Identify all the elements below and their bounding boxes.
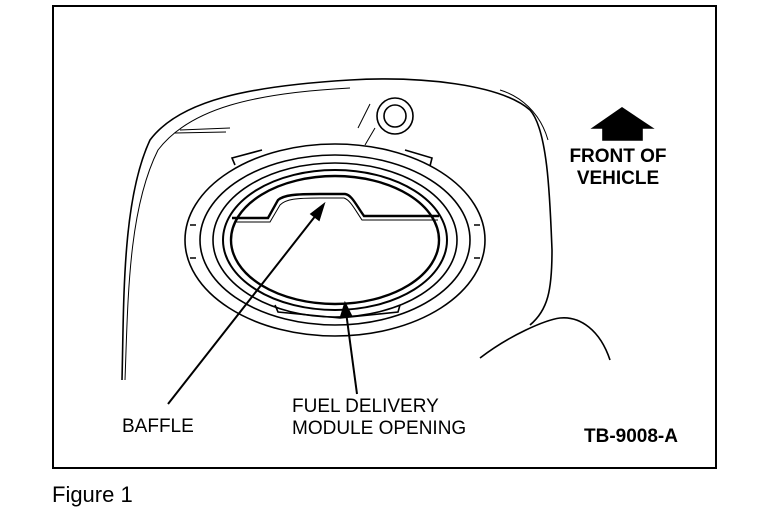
baffle [232, 192, 439, 220]
tank-outline [121, 78, 553, 381]
house-arrow-up-icon [590, 107, 655, 141]
baffle-edge [236, 197, 438, 223]
module-leader [345, 311, 358, 395]
tank-rim-lines [174, 127, 231, 134]
tank-contour [124, 87, 351, 381]
figure-caption: Figure 1 [52, 482, 133, 507]
tank-lower-contour [479, 317, 611, 361]
vent-boss-outer [376, 97, 414, 135]
baffle-leader [167, 209, 321, 405]
fuel-delivery-module-opening [229, 174, 441, 306]
front-of-label-line2: VEHICLE [576, 168, 660, 189]
ring-tab-right [474, 224, 480, 259]
baffle-label: BAFFLE [122, 416, 194, 437]
fuel-delivery-module-opening-label: FUEL DELIVERY MODULE OPENING [292, 396, 466, 440]
module-label-line1: FUEL DELIVERY [292, 396, 439, 417]
module-flange [222, 169, 448, 311]
lock-ring-mid [199, 154, 471, 326]
ring-tab-top [230, 149, 433, 167]
front-of-vehicle-label: FRONT OF VEHICLE [562, 146, 674, 190]
figure-frame [52, 5, 717, 469]
ring-tab-bottom [274, 304, 401, 319]
lock-ring-outer [184, 143, 486, 337]
reference-code: TB-9008-A [584, 426, 678, 447]
vent-boss-inner [383, 104, 407, 128]
front-of-label-line1: FRONT OF [569, 146, 667, 167]
ring-tab-left [190, 224, 196, 259]
module-leader-arrowhead [339, 300, 353, 317]
vent-boss-side [357, 103, 376, 146]
baffle-leader-arrowhead [309, 201, 326, 222]
tank-upper-right-contour [499, 89, 549, 141]
module-label-line2: MODULE OPENING [292, 418, 467, 439]
lock-ring-inner [212, 162, 458, 318]
